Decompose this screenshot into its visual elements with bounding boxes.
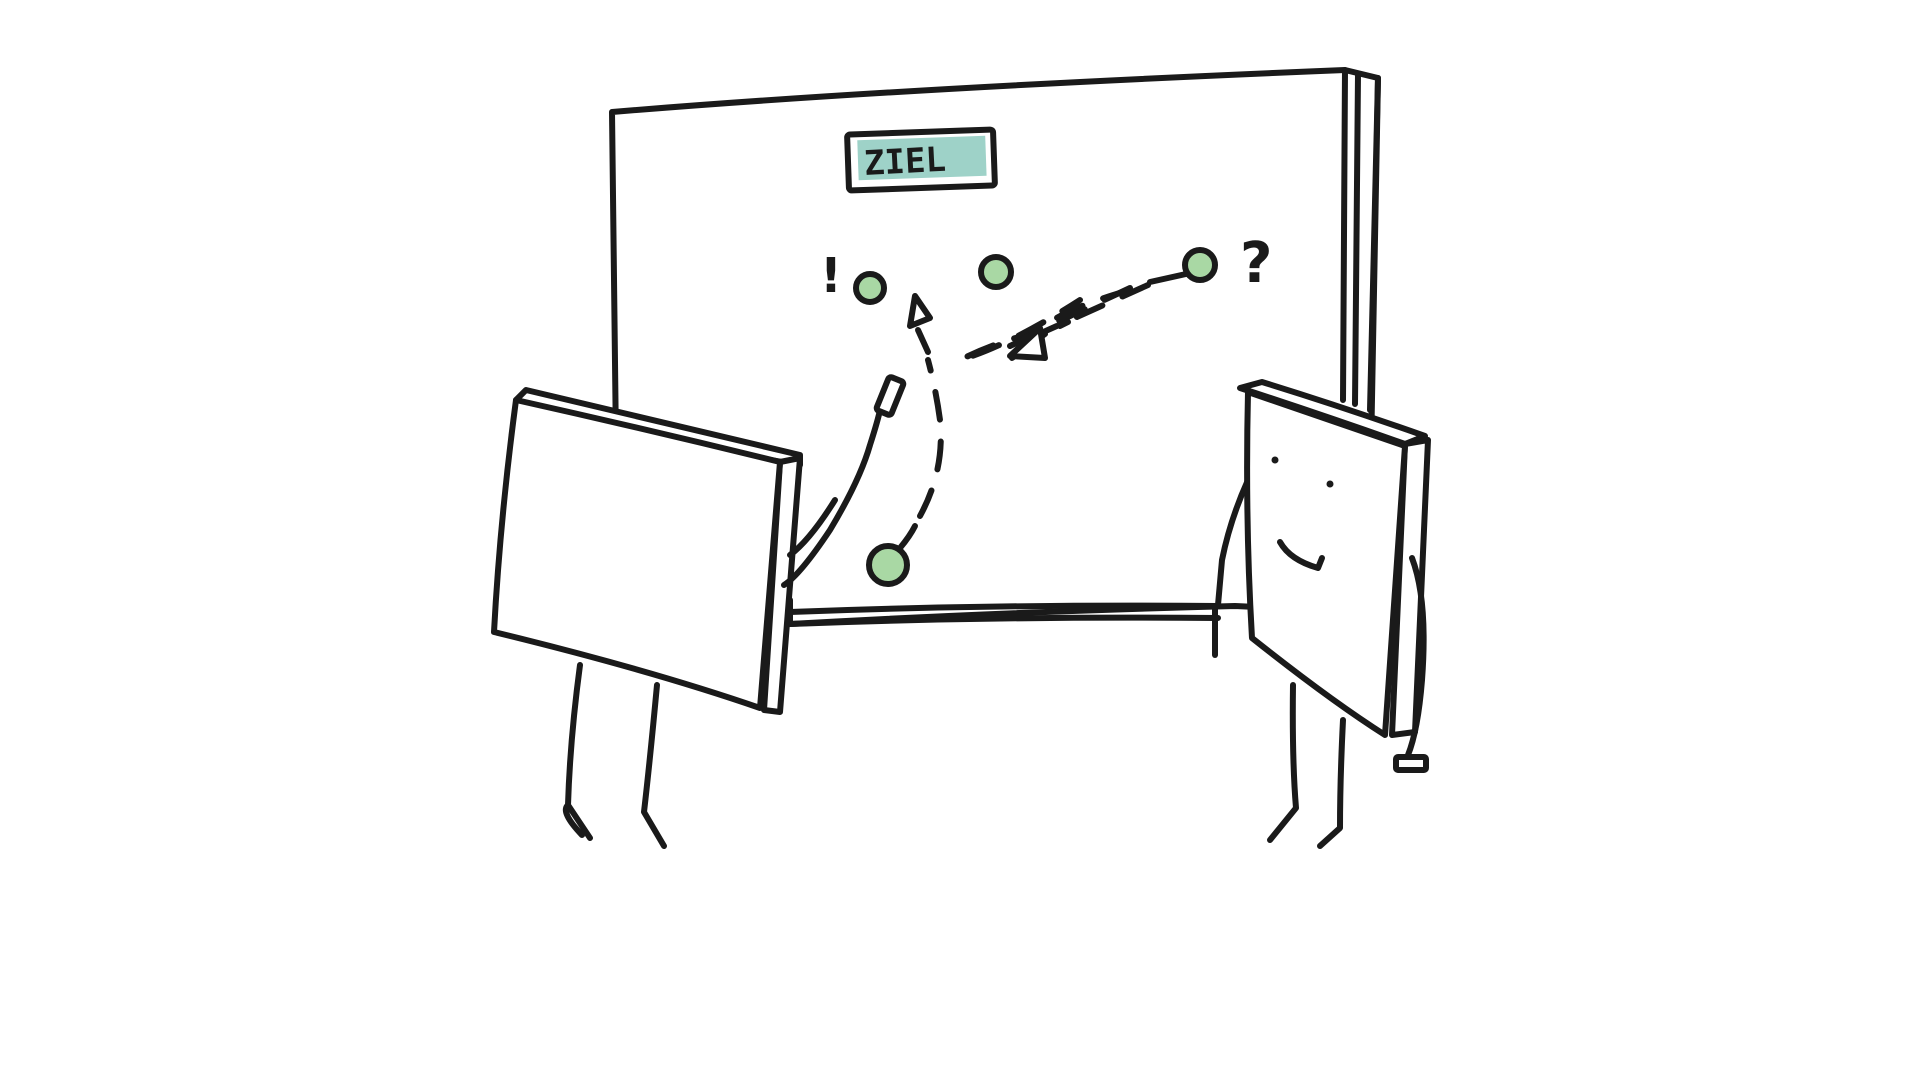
whiteboard-edge [1340,67,1381,413]
left-char-leg-front [641,682,667,849]
marker-pen [873,374,907,418]
character-left [491,374,907,849]
right-char-arm-right [1405,555,1427,758]
question-mark: ? [1240,231,1272,296]
goal-label: ZIEL [844,126,998,194]
goal-label-fill [857,135,987,181]
arrow-right-path [1007,282,1151,361]
whiteboard: ZIEL ! ? [609,67,1381,658]
left-char-foot-back [562,802,585,838]
arrowhead-up [907,293,933,329]
left-char-body [491,397,783,711]
left-char-leg-back [565,662,593,841]
right-char-leg-back [1267,682,1299,843]
character-right [1215,379,1431,849]
right-char-eye-left [1271,456,1279,464]
whiteboard-rail [787,602,1221,627]
goal-label-text: ZIEL [863,140,947,184]
right-char-eye-right [1326,480,1334,488]
right-char-mouth [1277,539,1325,571]
right-char-leg-front [1317,717,1346,849]
right-char-held-item [1393,754,1429,773]
exclamation-mark: ! [820,248,842,304]
dot-goal-left [853,271,887,305]
left-char-arm [781,407,883,588]
arrow-bottom-to-goal [897,293,944,551]
dot-start-right [1182,247,1218,283]
dot-start-bottom [866,543,910,587]
right-char-body [1244,389,1408,738]
dot-goal-center [978,254,1014,290]
left-char-arm-inner [787,497,838,558]
strategy-dots [853,247,1218,587]
arrowhead-left [1007,325,1048,361]
right-char-arm-left [1215,477,1251,608]
